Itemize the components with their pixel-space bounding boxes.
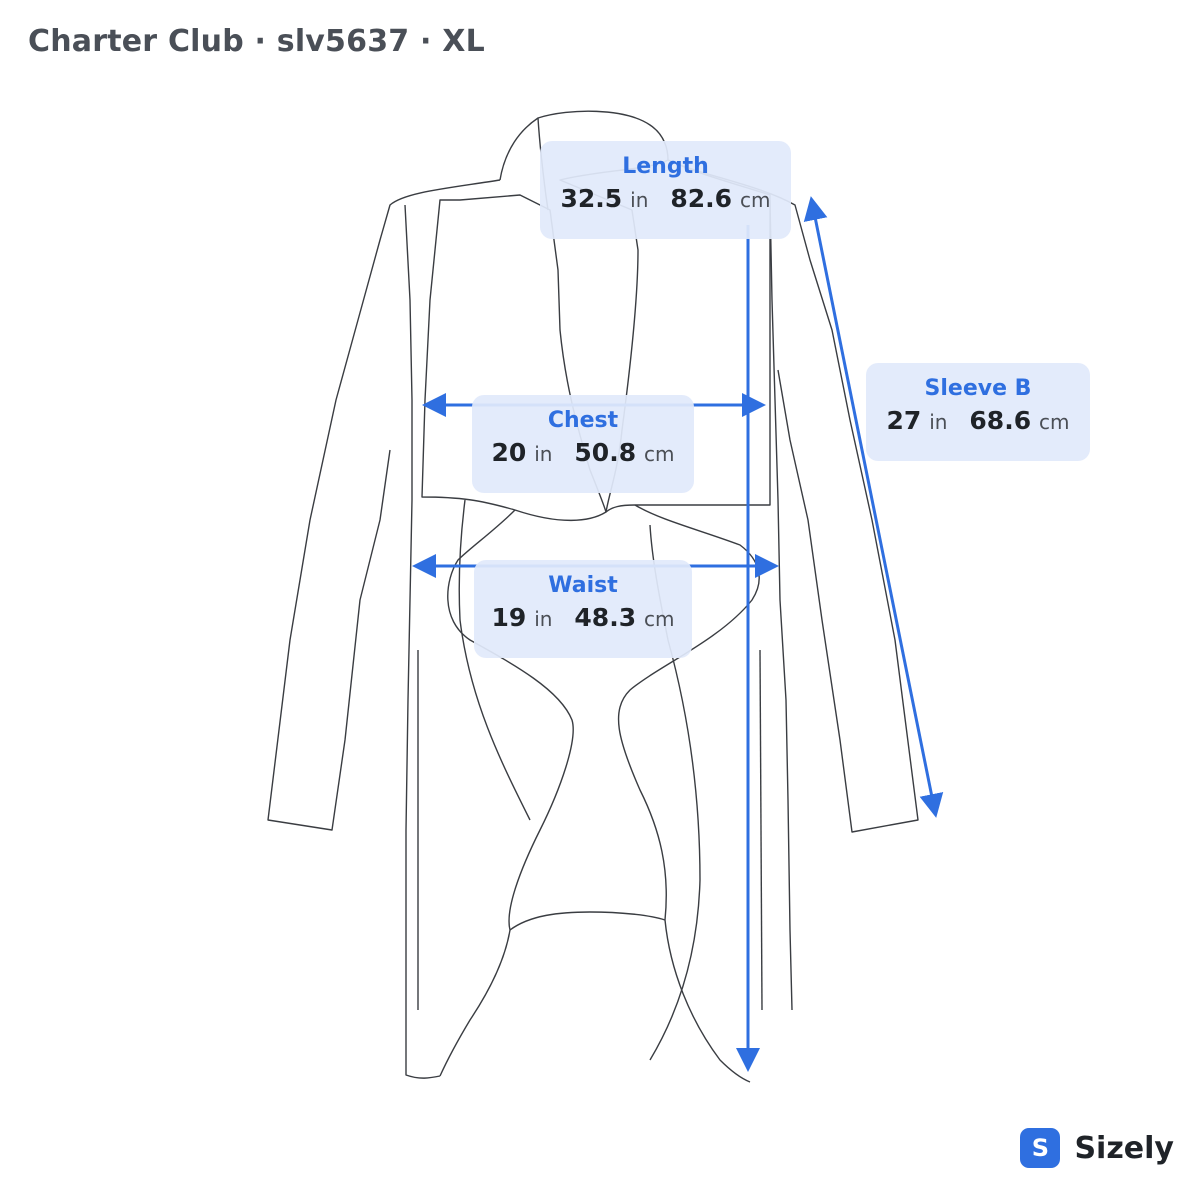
page-title: Charter Club · slv5637 · XL — [28, 24, 485, 59]
brand-name: Sizely — [1074, 1130, 1174, 1166]
hem-inner — [509, 911, 666, 931]
sleeve-cm: 68.6 — [969, 406, 1032, 435]
length-label-name: Length — [622, 154, 709, 179]
inner-fold-left — [458, 499, 531, 821]
sleeve-arrow — [803, 196, 944, 818]
left-sleeve-outline — [267, 179, 501, 831]
chest-values: 20 in 50.8 cm — [472, 435, 694, 472]
chest-label: Chest 20 in 50.8 cm — [472, 395, 694, 493]
waist-values: 19 in 48.3 cm — [474, 600, 692, 637]
waist-cm-unit: cm — [644, 607, 675, 631]
sleeve-label-name: Sleeve B — [924, 376, 1032, 401]
chest-cm-unit: cm — [644, 442, 675, 466]
waist-inches: 19 — [491, 603, 527, 632]
left-body-side — [404, 204, 441, 1079]
pocket-right — [759, 649, 763, 1011]
waist-label: Waist 19 in 48.3 cm — [474, 560, 692, 658]
chest-cm: 50.8 — [574, 438, 637, 467]
length-cm-unit: cm — [739, 188, 771, 212]
length-label: Length 32.5 in 82.6 cm — [540, 141, 791, 239]
right-sleeve-outline — [667, 159, 919, 833]
chest-inches: 20 — [491, 438, 527, 467]
brand-logo: S Sizely — [1020, 1128, 1174, 1168]
waist-cm: 48.3 — [574, 603, 637, 632]
sleeve-inches: 27 — [886, 406, 922, 435]
right-body-side — [769, 199, 793, 1011]
sleeve-label: Sleeve B 27 in 68.6 cm — [866, 363, 1090, 461]
sleeve-values: 27 in 68.6 cm — [866, 403, 1090, 440]
waist-inches-unit: in — [534, 607, 553, 631]
collar-outline — [499, 110, 669, 181]
length-values: 32.5 in 82.6 cm — [540, 181, 791, 218]
length-inches: 32.5 — [560, 184, 623, 213]
chest-inches-unit: in — [534, 442, 553, 466]
length-cm: 82.6 — [670, 184, 733, 213]
chest-label-name: Chest — [547, 408, 619, 433]
sleeve-cm-unit: cm — [1039, 410, 1070, 434]
length-inches-unit: in — [630, 188, 649, 212]
sizely-logo-icon: S — [1020, 1128, 1061, 1168]
sleeve-inches-unit: in — [929, 410, 948, 434]
waist-label-name: Waist — [548, 573, 618, 598]
